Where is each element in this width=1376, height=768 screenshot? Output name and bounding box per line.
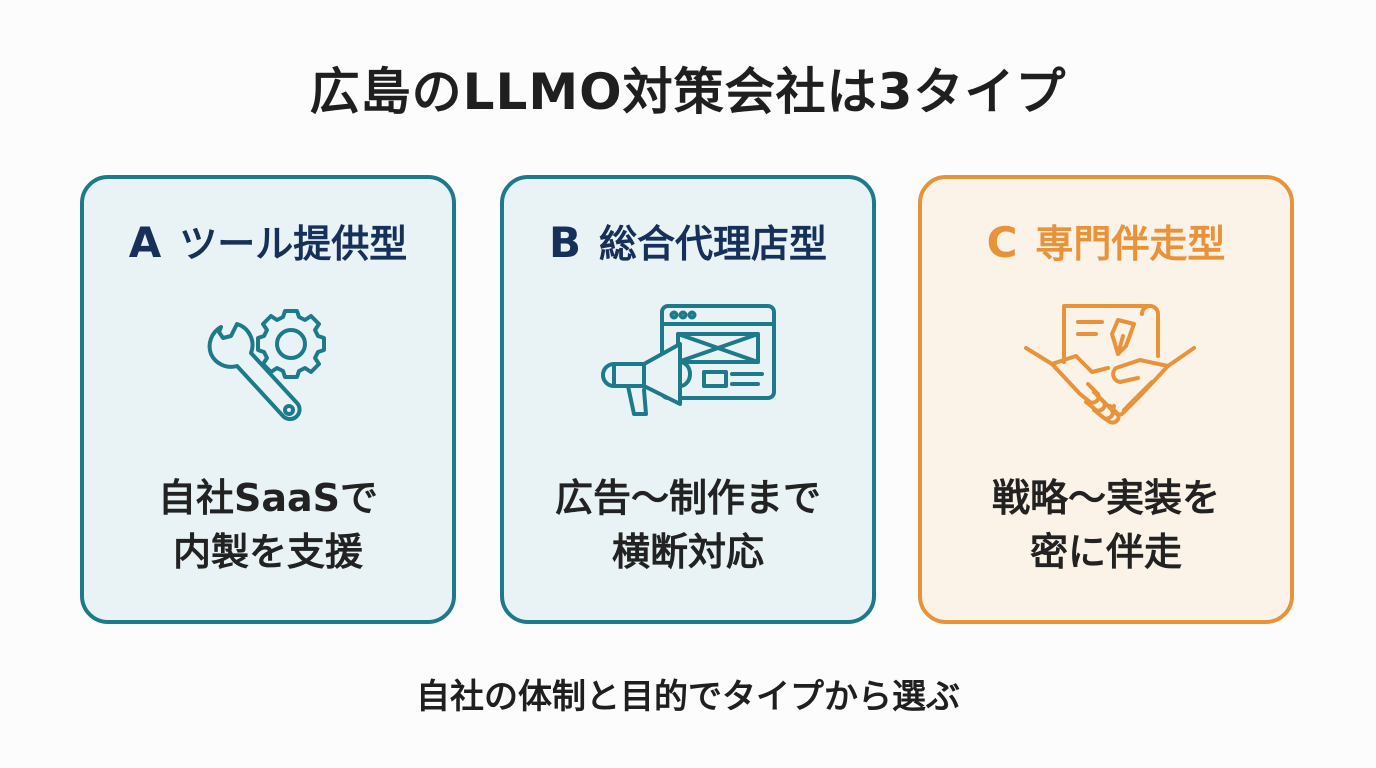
card-description: 自社SaaSで 内製を支援 bbox=[84, 471, 452, 579]
card-letter: C bbox=[986, 218, 1018, 267]
card-desc-line1: 広告〜制作まで bbox=[554, 476, 821, 520]
card-description: 戦略〜実装を 密に伴走 bbox=[922, 471, 1290, 579]
card-desc-line1: 自社SaaSで bbox=[157, 476, 379, 520]
card-type-name: ツール提供型 bbox=[179, 222, 408, 266]
card-tool-provider: A ツール提供型 自社SaaSで 内製を支援 bbox=[80, 175, 456, 624]
card-letter: B bbox=[548, 218, 581, 267]
card-full-agency: B 総合代理店型 広告〜制作まで 横断対応 bbox=[500, 175, 876, 624]
card-desc-line2: 横断対応 bbox=[611, 530, 764, 574]
card-heading: A ツール提供型 bbox=[84, 215, 452, 272]
wrench-gear-icon bbox=[197, 294, 347, 444]
page-title: 広島のLLMO対策会社は3タイプ bbox=[309, 63, 1067, 121]
card-heading: C 専門伴走型 bbox=[922, 215, 1290, 272]
card-heading: B 総合代理店型 bbox=[504, 215, 872, 272]
megaphone-browser-icon bbox=[600, 294, 784, 444]
card-type-name: 総合代理店型 bbox=[599, 222, 828, 266]
card-desc-line2: 内製を支援 bbox=[172, 530, 363, 574]
card-type-name: 専門伴走型 bbox=[1035, 222, 1226, 266]
card-letter: A bbox=[128, 218, 162, 267]
footer-caption: 自社の体制と目的でタイプから選ぶ bbox=[416, 677, 960, 717]
card-description: 広告〜制作まで 横断対応 bbox=[504, 471, 872, 579]
handshake-document-icon bbox=[1022, 294, 1198, 444]
card-desc-line2: 密に伴走 bbox=[1029, 530, 1182, 574]
card-desc-line1: 戦略〜実装を bbox=[991, 476, 1220, 520]
